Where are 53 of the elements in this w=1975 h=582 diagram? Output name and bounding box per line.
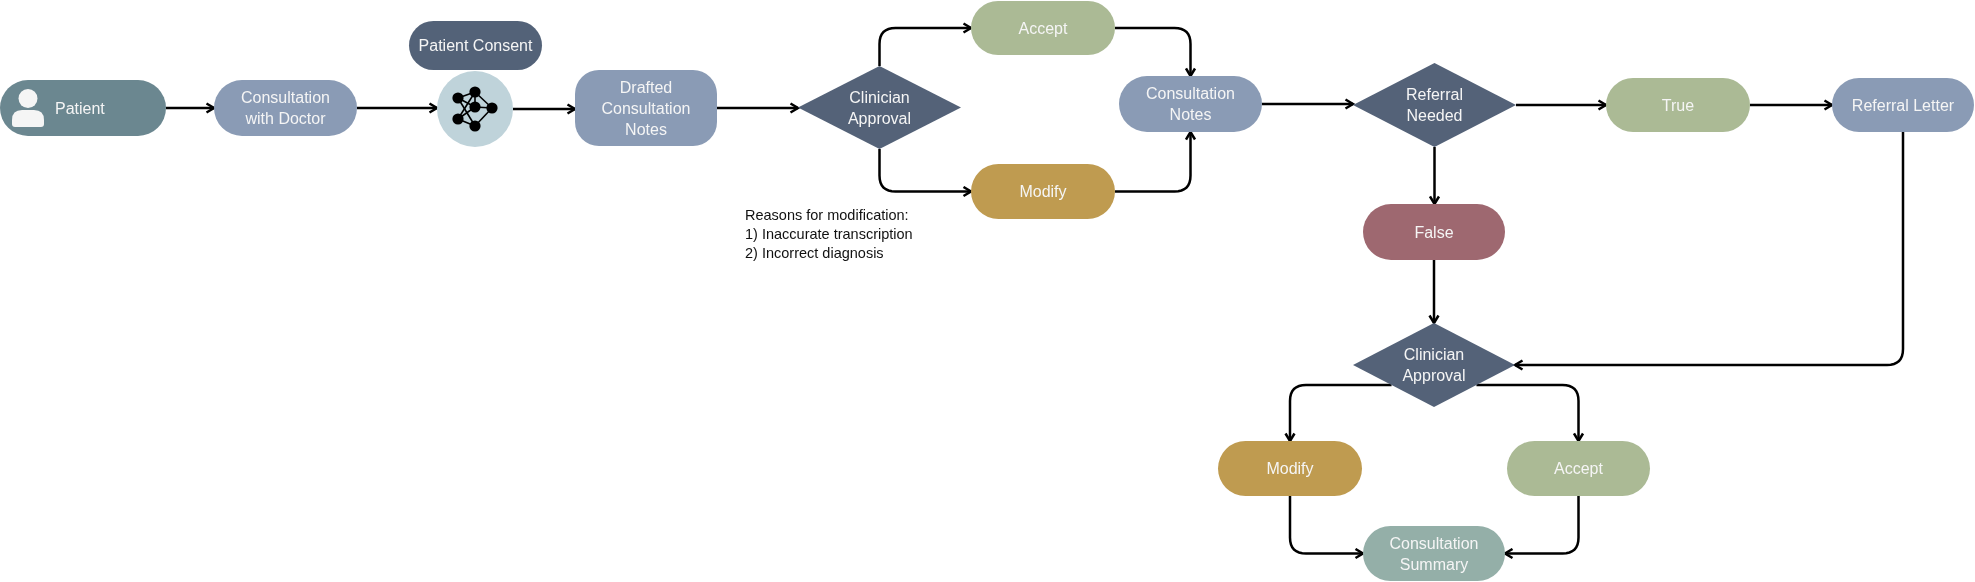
arrow <box>513 103 577 115</box>
node-label: Consultation Notes <box>1145 84 1236 125</box>
arrow <box>1428 260 1440 325</box>
decision-label: Clinician Approval <box>846 87 913 129</box>
arrow <box>717 102 800 114</box>
process-pill <box>214 80 357 136</box>
node-label: Accept <box>1018 18 1068 39</box>
node-label: True <box>1661 95 1695 116</box>
outcome-pill <box>971 164 1115 219</box>
node-label: Referral Letter <box>1851 95 1955 116</box>
node-label: Modify <box>1266 459 1314 479</box>
arrow <box>1503 496 1580 560</box>
arrow <box>1428 147 1441 206</box>
note-text: Reasons for modification: <box>745 206 909 225</box>
outcome-pill <box>1218 441 1362 496</box>
arrow <box>1516 99 1608 111</box>
arrow <box>1476 383 1585 443</box>
node-label: False <box>1414 222 1454 243</box>
arrow <box>1288 496 1365 560</box>
arrow <box>1262 98 1355 110</box>
note-text: 2) Incorrect diagnosis <box>745 244 884 263</box>
arrow <box>1513 132 1905 371</box>
decision-diamond <box>1353 323 1515 407</box>
arrow <box>878 149 973 198</box>
outcome-pill <box>1363 204 1505 260</box>
decision-diamond <box>798 66 961 149</box>
process-pill <box>1363 526 1505 581</box>
node-label: Modify <box>1019 182 1067 202</box>
decision-label: Clinician Approval <box>1401 345 1467 386</box>
arrow <box>1750 99 1834 111</box>
arrow <box>1115 130 1197 193</box>
outcome-pill <box>1606 78 1750 132</box>
outcome-pill <box>971 1 1115 55</box>
process-pill <box>1119 76 1262 132</box>
outcome-pill <box>1507 441 1650 496</box>
arrow <box>1284 383 1392 443</box>
node-label: Patient <box>55 98 105 119</box>
node-label: Patient Consent <box>418 36 533 56</box>
arrow <box>1115 26 1197 78</box>
arrow <box>357 102 439 114</box>
arrow <box>878 22 973 66</box>
note-text: 1) Inaccurate transcription <box>745 225 913 244</box>
node-label: Consultation Summary <box>1388 533 1480 575</box>
node-label: Consultation with Doctor <box>240 88 331 129</box>
arrow <box>166 102 216 114</box>
decision-label: Referral Needed <box>1405 85 1464 126</box>
start-pill <box>0 80 166 136</box>
process-pill <box>1832 78 1974 132</box>
consent-pill <box>409 21 542 70</box>
decision-diamond <box>1353 63 1516 147</box>
node-label: Drafted Consultation Notes <box>600 77 692 140</box>
node-label: Accept <box>1554 459 1603 479</box>
process-box <box>575 70 717 146</box>
